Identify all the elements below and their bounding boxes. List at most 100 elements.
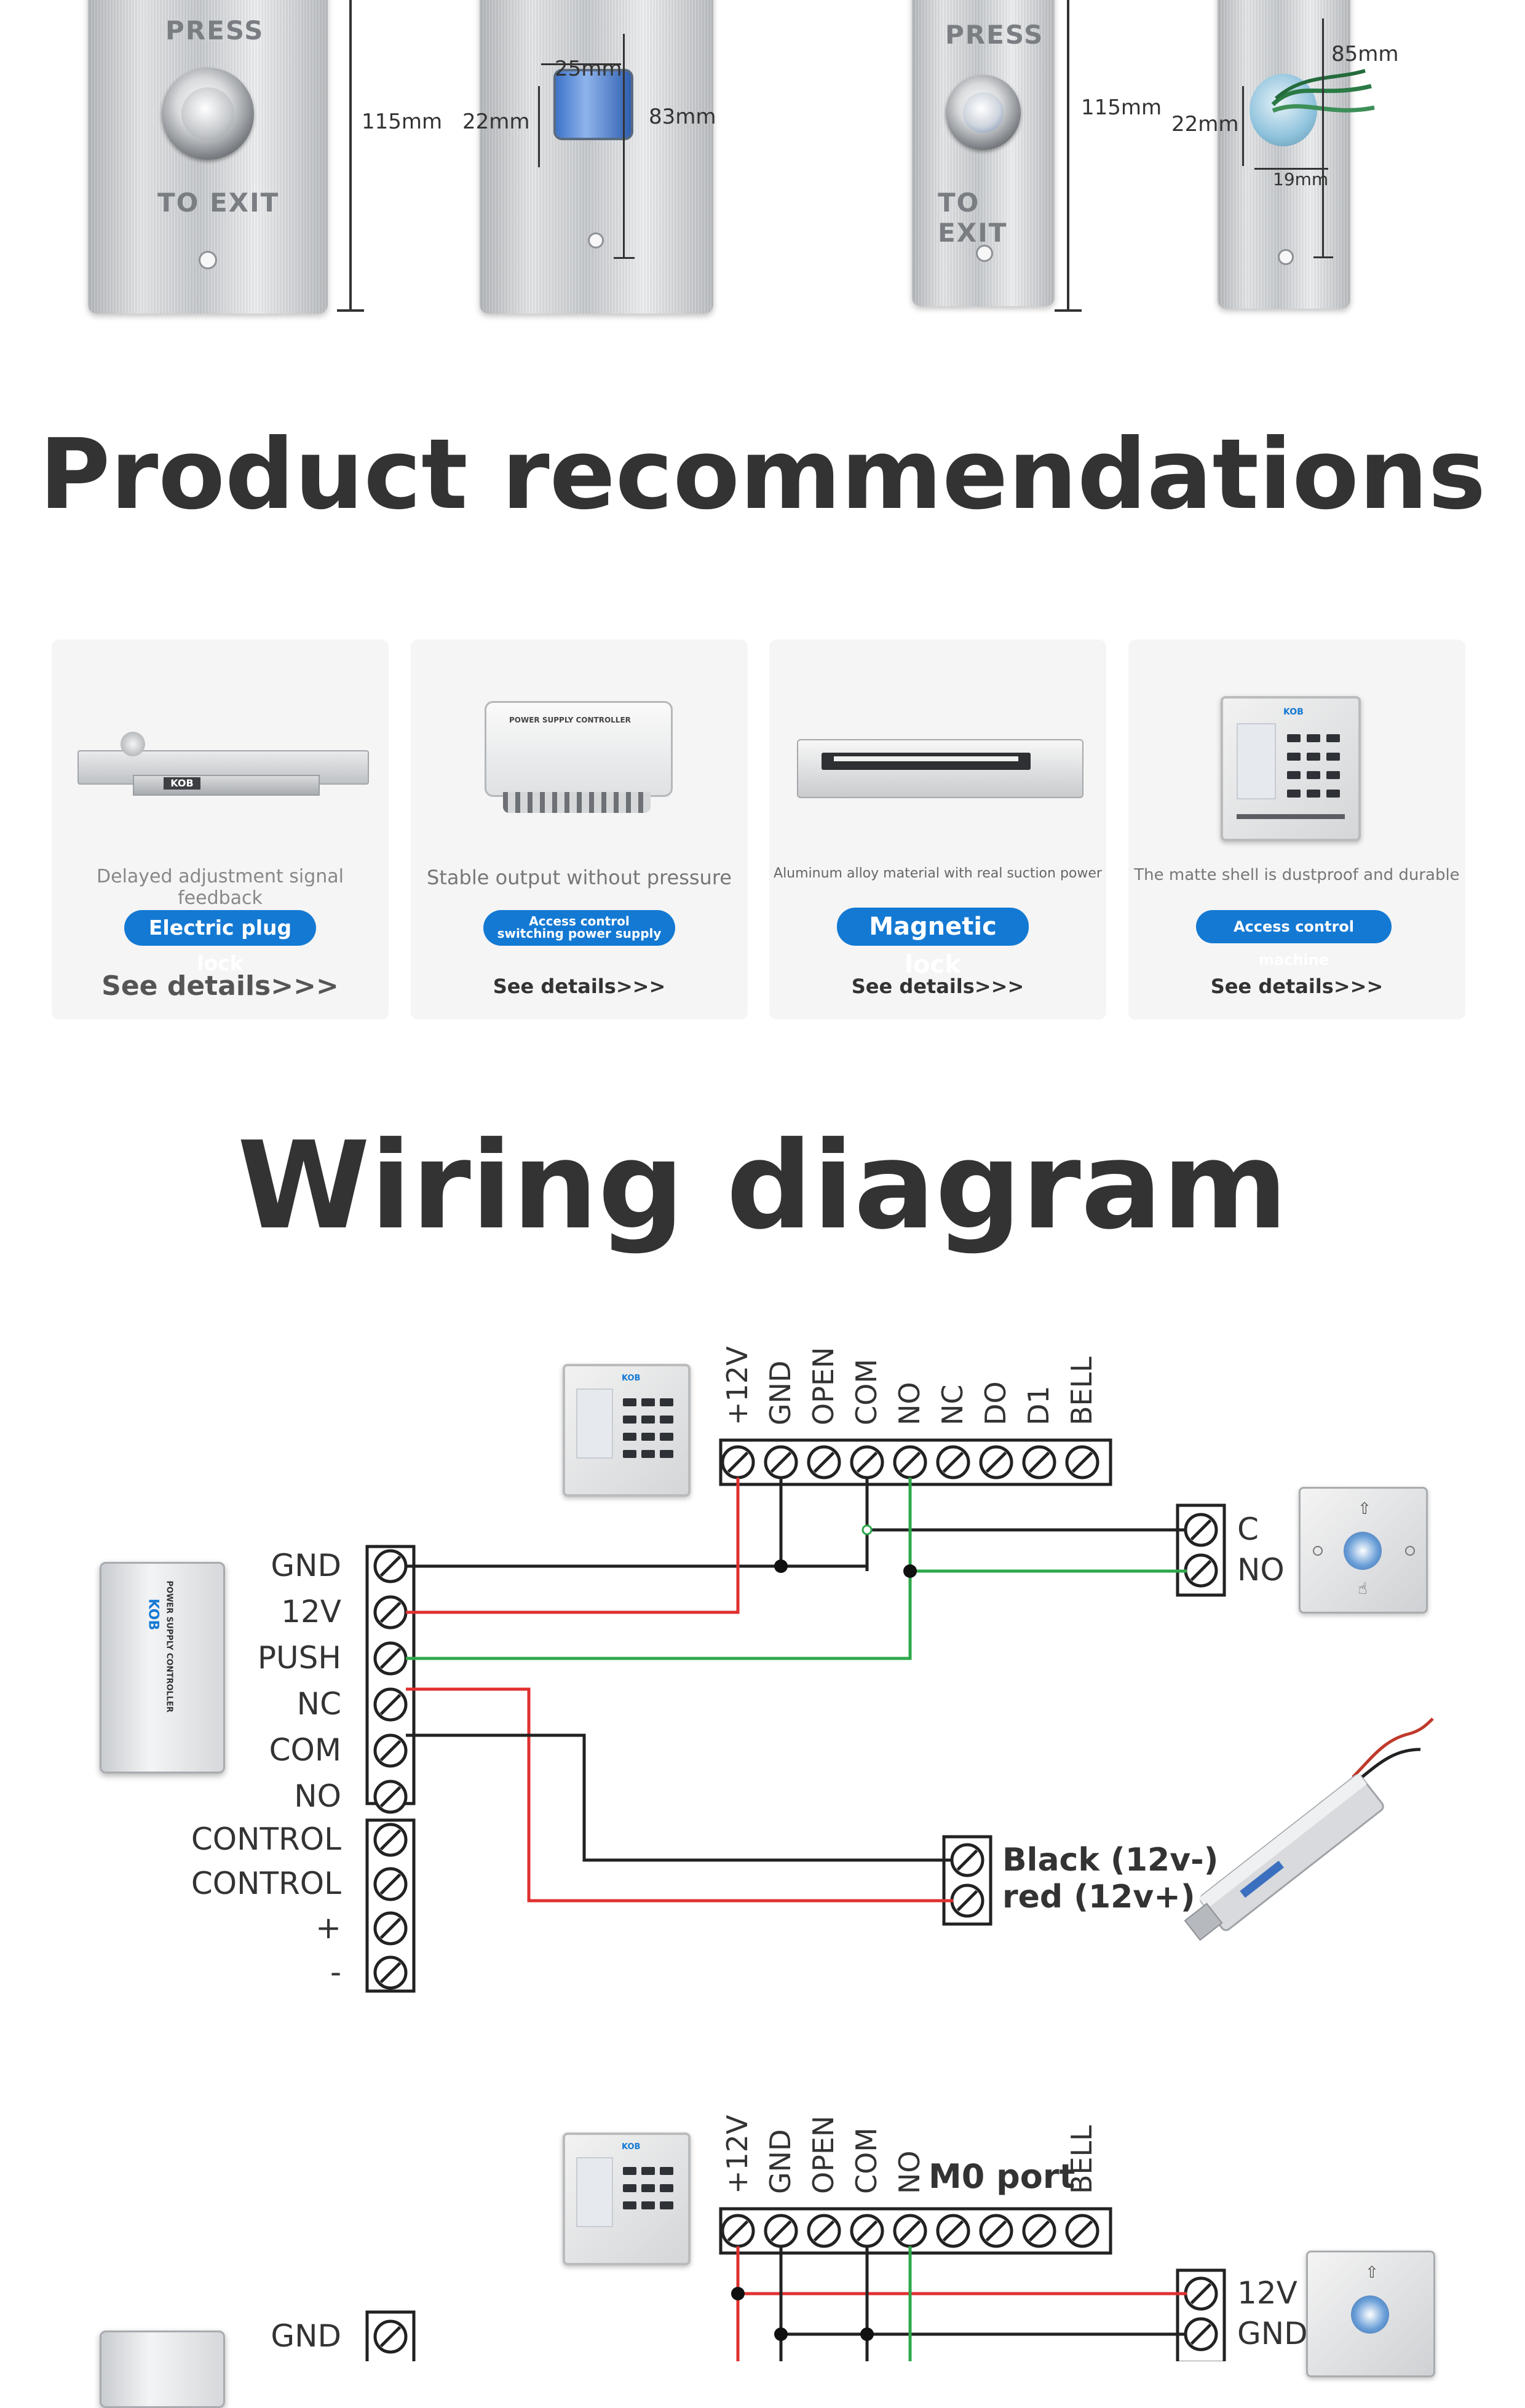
- wire-gnd-com: [781, 1478, 869, 1568]
- product-card-power-supply[interactable]: POWER SUPPLY CONTROLLER Stable output wi…: [411, 640, 748, 1020]
- see-details-link[interactable]: See details>>>: [493, 975, 666, 998]
- power-supply-image: POWER SUPPLY CONTROLLER: [485, 701, 673, 815]
- junction-ring: [862, 1524, 873, 1535]
- psu-terminal-label: +: [315, 1910, 341, 1946]
- wire-lock-black: [406, 1733, 953, 1862]
- controller-terminal-open-slash: [813, 1451, 835, 1473]
- exit-button-device-icon: ⇧ ☝: [1299, 1487, 1428, 1614]
- button-terminal-no-slash: [1190, 1559, 1212, 1582]
- screw-icon: [199, 251, 217, 269]
- button-body-icon: [553, 69, 633, 140]
- button-terminal-2-slash: [1190, 2323, 1212, 2345]
- psu-terminal-label: -: [330, 1954, 341, 1990]
- wiring-diagram-2: [365, 2207, 1226, 2361]
- psu-terminal-label: 12V: [281, 1594, 341, 1630]
- psu-terminal-label: COM: [269, 1732, 341, 1768]
- psu-terminal-push-slash: [379, 1647, 402, 1669]
- button-terminal-label-2: 12V: [1237, 2275, 1297, 2311]
- screw-icon: [588, 232, 604, 248]
- brand-logo: KOB: [164, 777, 200, 790]
- card-desc: Aluminum alloy material with real suctio…: [774, 866, 1102, 881]
- lock-wire-label: red (12v+): [1002, 1879, 1195, 1915]
- controller-terminal-d1-slash: [1028, 1451, 1050, 1473]
- brand-logo: KOB: [1283, 707, 1304, 717]
- controller-terminal-label: OPEN: [807, 1347, 840, 1425]
- wire-push: [406, 1569, 1187, 1660]
- product-card-access-control-machine[interactable]: KOB The matte shell is dustproof and dur…: [1128, 640, 1465, 1020]
- psu-terminal-lower-slash: [379, 1829, 402, 1851]
- psu-terminal-label: CONTROL: [191, 1866, 341, 1901]
- brand-logo: KOB: [622, 2142, 641, 2152]
- psu-terminal-lower-slash: [379, 1962, 402, 1984]
- lock-wire-label: Black (12v-): [1002, 1842, 1219, 1879]
- lock-terminal-slash: [956, 1890, 978, 1912]
- button-terminal-label: NO: [1237, 1552, 1285, 1588]
- psu-terminal-gnd-slash: [379, 1555, 402, 1577]
- psu-terminal-label-2: GND: [271, 2318, 341, 2354]
- controller-terminal-gnd-slash: [770, 1451, 792, 1473]
- see-details-link[interactable]: See details>>>: [851, 975, 1024, 998]
- electric-bolt-lock-device-icon: [1184, 1717, 1434, 1941]
- controller-terminal-label: DO: [979, 1381, 1012, 1425]
- psu-terminal-label: NO: [294, 1778, 341, 1814]
- exit-button-plate-side-left: [480, 0, 713, 314]
- product-card-electric-plug-lock[interactable]: KOB Delayed adjustment signal feedback E…: [52, 640, 389, 1020]
- exit-button-icon: [946, 75, 1021, 150]
- controller-terminal-label: BELL: [1065, 1356, 1098, 1425]
- controller-terminal-2-slash: [1071, 2220, 1093, 2242]
- controller-terminal-label: +12V: [721, 1346, 754, 1425]
- psu-terminal-label: CONTROL: [191, 1821, 341, 1857]
- card-desc: Delayed adjustment signal feedback: [97, 866, 344, 909]
- exit-button-device-icon-2: ⇧: [1306, 2251, 1435, 2377]
- see-details-link[interactable]: See details>>>: [101, 970, 339, 1002]
- brand-logo: KOB: [622, 1374, 641, 1383]
- wires-icon: [1271, 69, 1375, 113]
- right-width-label: 22mm: [1171, 112, 1239, 137]
- pill-line-2: switching power supply: [497, 926, 662, 941]
- controller-terminal-label-2: OPEN: [807, 2115, 840, 2194]
- wiring-title: Wiring diagram: [237, 1116, 1288, 1256]
- press-label: PRESS: [945, 20, 1044, 50]
- psu-terminal-com-slash: [379, 1740, 402, 1762]
- controller-terminal-label-2: COM: [850, 2127, 883, 2194]
- controller-terminal-12v-slash: [727, 1451, 749, 1473]
- psu-terminal-12v-slash: [379, 1601, 402, 1623]
- button-body-icon: [1250, 74, 1317, 146]
- wire-12v: [406, 1478, 740, 1614]
- psu-terminal-label: GND: [271, 1548, 341, 1583]
- controller-terminal-label: NO: [893, 1382, 926, 1425]
- see-details-link[interactable]: See details>>>: [1210, 975, 1384, 998]
- controller-terminal-2-slash: [770, 2220, 792, 2242]
- controller-terminal-no-slash: [899, 1451, 921, 1473]
- controller-terminal-label-2: GND: [764, 2129, 797, 2194]
- left-width-label: 22mm: [462, 109, 530, 134]
- wire-lock-red: [406, 1687, 953, 1903]
- product-card-magnetic-lock[interactable]: Aluminum alloy material with real suctio…: [769, 640, 1106, 1020]
- left-button-dia-label: 25mm: [555, 57, 622, 81]
- power-supply-device-icon: KOB POWER SUPPLY CONTROLLER: [100, 1562, 225, 1773]
- card-pill: Electric plug lock: [124, 910, 316, 975]
- access-controller-device-icon: KOB: [563, 1364, 691, 1497]
- controller-terminal-label: COM: [850, 1358, 883, 1425]
- to-exit-label: TO EXIT: [938, 188, 1008, 248]
- controller-terminal-2-slash: [942, 2220, 964, 2242]
- junction-dot: [774, 1559, 788, 1573]
- m0-port-label: M0 port: [929, 2157, 1075, 2196]
- psu-terminal-2-slash: [379, 2326, 402, 2348]
- wire-gnd: [406, 1478, 783, 1568]
- psu-terminal-lower-slash: [379, 1873, 402, 1895]
- card-pill: Magnetic lock: [837, 908, 1029, 979]
- right-side-height-label: 85mm: [1331, 42, 1399, 66]
- psu-terminal-lower-slash: [379, 1917, 402, 1939]
- exit-button-plate-front-right: PRESS TO EXIT: [912, 0, 1055, 306]
- controller-terminal-com-slash: [856, 1451, 878, 1473]
- left-side-height-label: 83mm: [649, 105, 716, 129]
- controller-terminal-label: D1: [1022, 1385, 1055, 1425]
- button-terminal-c-slash: [1190, 1519, 1212, 1541]
- lock-terminal-slash: [956, 1849, 978, 1871]
- psu-terminal-no-slash: [379, 1786, 402, 1808]
- psu-terminal-label: NC: [296, 1686, 341, 1722]
- controller-terminal-nc-slash: [942, 1451, 964, 1473]
- junction-dot-2: [860, 2327, 874, 2341]
- controller-terminal-2-slash: [899, 2220, 921, 2242]
